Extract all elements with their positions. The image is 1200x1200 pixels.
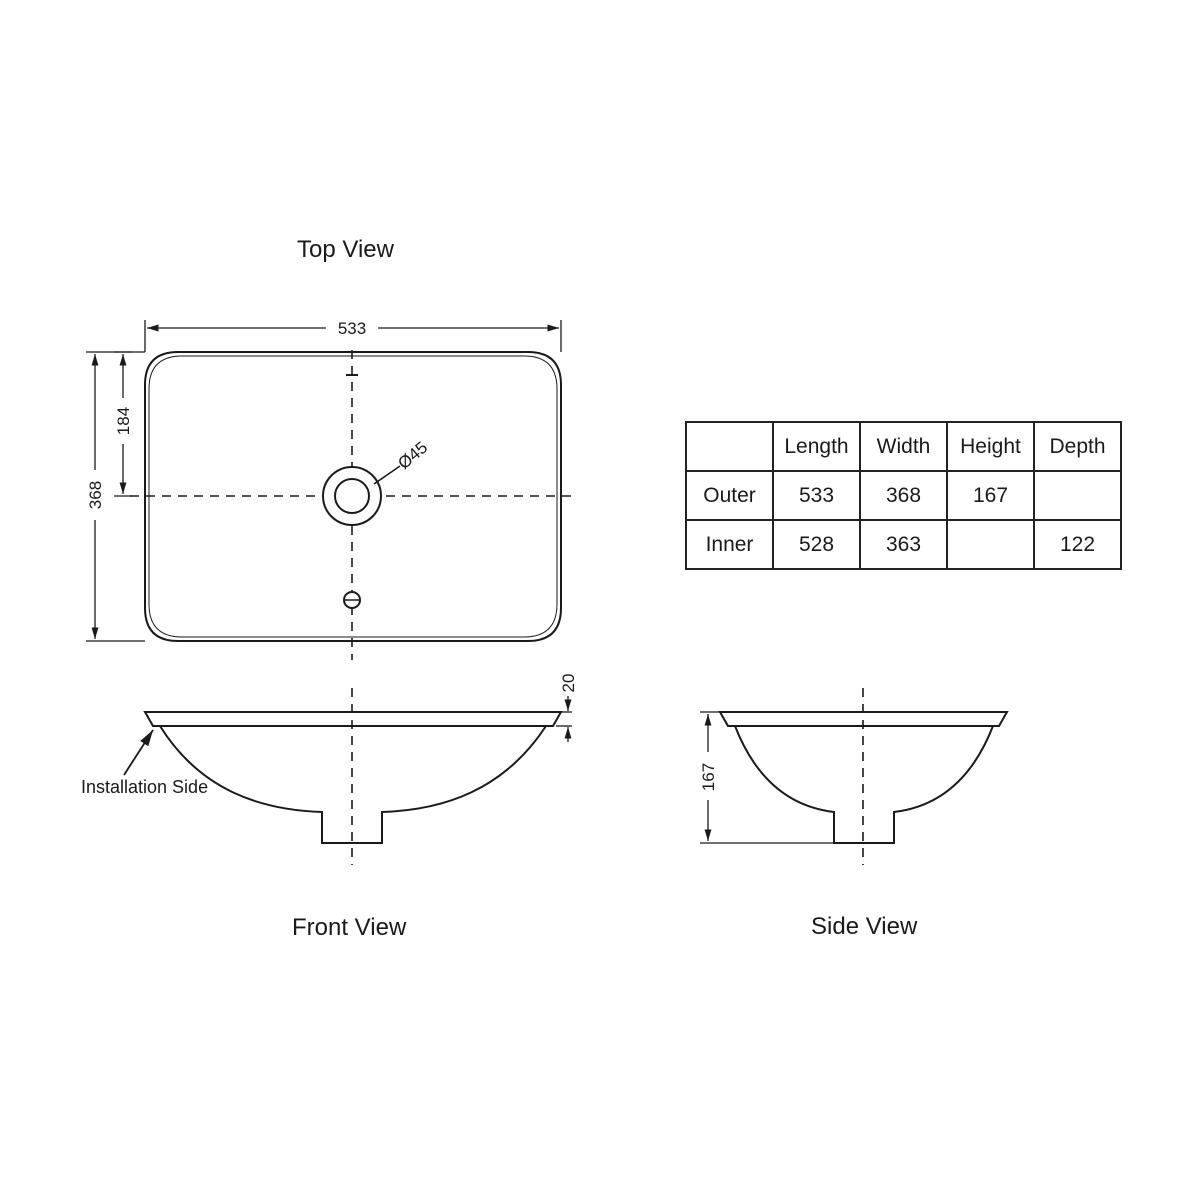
top-view-title: Top View bbox=[297, 236, 394, 263]
basin-inner-outline-top bbox=[148, 355, 558, 638]
header-height: Height bbox=[946, 421, 1035, 472]
header-width: Width bbox=[859, 421, 948, 472]
dim-height-167: 167 bbox=[699, 763, 718, 791]
front-view-title: Front View bbox=[292, 914, 407, 941]
installation-leader bbox=[123, 729, 154, 776]
top-view bbox=[130, 350, 575, 660]
row-label: Outer bbox=[685, 470, 774, 521]
spec-table: Length Width Height Depth Outer 533 368 … bbox=[685, 421, 1122, 570]
front-view bbox=[143, 688, 563, 865]
top-view-dimensions bbox=[86, 320, 562, 642]
dim-rim-20: 20 bbox=[559, 674, 578, 693]
drain-leader bbox=[373, 465, 401, 485]
cell-inner-height bbox=[946, 519, 1035, 570]
drain-diameter-label: Ø45 bbox=[394, 438, 431, 473]
drain-inner-ring bbox=[334, 478, 370, 514]
dim-drain-184: 184 bbox=[114, 407, 133, 435]
front-view-dimensions bbox=[123, 696, 572, 776]
spec-header-row: Length Width Height Depth bbox=[685, 421, 1122, 472]
cell-inner-length: 528 bbox=[772, 519, 861, 570]
cell-inner-width: 363 bbox=[859, 519, 948, 570]
side-view-title: Side View bbox=[811, 913, 918, 940]
basin-outline-top bbox=[144, 351, 562, 642]
header-blank bbox=[685, 421, 774, 472]
dim-length-533: 533 bbox=[338, 319, 366, 338]
spec-row-outer: Outer 533 368 167 bbox=[685, 470, 1122, 521]
header-length: Length bbox=[772, 421, 861, 472]
front-bowl bbox=[159, 725, 547, 844]
side-view bbox=[718, 688, 1009, 865]
installation-side-label: Installation Side bbox=[81, 777, 208, 797]
cell-outer-depth bbox=[1033, 470, 1122, 521]
row-label: Inner bbox=[685, 519, 774, 570]
front-rim bbox=[143, 711, 563, 727]
spec-row-inner: Inner 528 363 122 bbox=[685, 519, 1122, 570]
side-bowl bbox=[734, 725, 994, 844]
header-depth: Depth bbox=[1033, 421, 1122, 472]
cell-outer-width: 368 bbox=[859, 470, 948, 521]
cell-outer-length: 533 bbox=[772, 470, 861, 521]
side-rim bbox=[718, 711, 1009, 727]
dim-width-368: 368 bbox=[86, 481, 105, 509]
side-view-dimensions bbox=[700, 711, 834, 844]
cell-inner-depth: 122 bbox=[1033, 519, 1122, 570]
cell-outer-height: 167 bbox=[946, 470, 1035, 521]
